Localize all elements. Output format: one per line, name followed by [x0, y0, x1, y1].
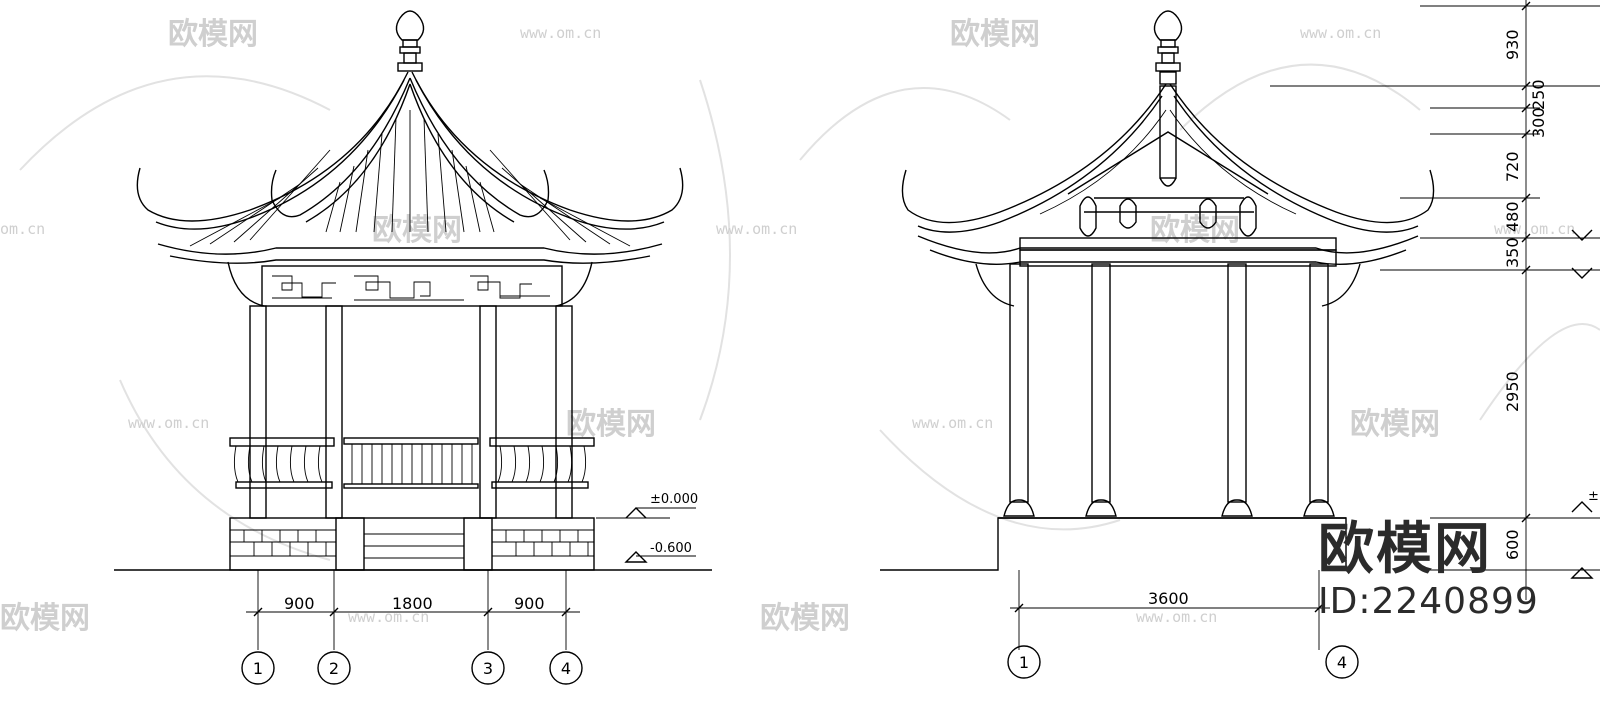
axis-label: 4 [561, 659, 571, 678]
watermark-brand: 欧模网 [0, 601, 90, 636]
watermark-brand: 欧模网 [760, 601, 850, 636]
watermark-arcs [19, 63, 1600, 561]
finial [395, 10, 425, 72]
watermark-brand: 欧模网 [1350, 407, 1440, 442]
vertical-dimension: 2950 [1503, 371, 1522, 412]
roof [136, 71, 684, 307]
watermark-url: www.om.cn [128, 414, 209, 432]
axis-bubbles: 1 2 3 4 [241, 651, 583, 685]
watermark-url: om.cn [0, 220, 45, 238]
watermark-url: www.om.cn [716, 220, 797, 238]
dimension-line: 3600 [1010, 570, 1330, 650]
axis-bubbles: 1 4 [1007, 645, 1359, 679]
dimension-value: 3600 [1148, 589, 1189, 608]
king-post [1159, 85, 1177, 179]
front-elevation: ±0.000 -0.600 900 1800 900 1 2 3 [114, 10, 712, 685]
axis-bubble [317, 651, 351, 685]
axis-label: 3 [483, 659, 493, 678]
brand-overlay: 欧模网 ID:2240899 [1318, 520, 1598, 624]
vertical-dimension: 350 [1503, 237, 1522, 268]
level-markers: ±0.000 -0.600 [596, 492, 698, 571]
watermark-url: www.om.cn [1136, 608, 1217, 626]
watermark-texts: 欧模网 www.om.cn 欧模网 www.om.cn om.cn www.om… [0, 17, 1575, 636]
watermark-url: www.om.cn [1300, 24, 1381, 42]
vertical-dimension-chain: 930 250 300 720 480 350 2950 600 ± [1270, 0, 1600, 600]
level-label: -0.600 [650, 541, 692, 556]
model-id: ID:2240899 [1318, 581, 1539, 622]
roof [901, 83, 1435, 307]
axis-bubble [471, 651, 505, 685]
axis-label: 4 [1337, 653, 1347, 672]
vertical-dimension: 600 [1503, 529, 1522, 560]
columns [1003, 263, 1335, 517]
lattice-frieze [261, 265, 563, 307]
watermark-url: www.om.cn [912, 414, 993, 432]
watermark-brand: 欧模网 [168, 17, 258, 52]
level-label: ± [1588, 489, 1599, 504]
watermark-url: www.om.cn [1494, 220, 1575, 238]
axis-bubble [549, 651, 583, 685]
vertical-dimension: 250 [1529, 79, 1548, 110]
watermark-brand: 欧模网 [950, 17, 1040, 52]
axis-bubble [1325, 645, 1359, 679]
base-platform [114, 517, 712, 571]
columns [249, 305, 573, 519]
watermark-brand: 欧模网 [566, 407, 656, 442]
railings [229, 437, 595, 489]
king-post-pendant [1159, 177, 1177, 187]
dimension-value: 900 [284, 594, 315, 613]
dimension-line: 900 1800 900 [246, 570, 580, 650]
axis-label: 1 [253, 659, 263, 678]
vertical-dimension: 480 [1503, 201, 1522, 232]
vertical-dimension: 300 [1529, 107, 1548, 138]
vertical-dimension: 930 [1503, 29, 1522, 60]
axis-label: 1 [1019, 653, 1029, 672]
dimension-value: 1800 [392, 594, 433, 613]
side-elevation: 3600 1 4 930 250 300 720 480 35 [880, 0, 1600, 679]
base-platform [880, 517, 1347, 571]
vertical-dimension: 720 [1503, 151, 1522, 182]
watermark-brand: 欧模网 [372, 213, 462, 248]
watermark-brand: 欧模网 [1150, 213, 1240, 248]
brand-name: 欧模网 [1318, 517, 1492, 582]
axis-label: 2 [329, 659, 339, 678]
level-label: ±0.000 [650, 492, 698, 507]
axis-bubble [241, 651, 275, 685]
watermark-url: www.om.cn [520, 24, 601, 42]
finial [1153, 10, 1183, 85]
watermark-url: www.om.cn [348, 608, 429, 626]
dimension-value: 900 [514, 594, 545, 613]
axis-bubble [1007, 645, 1041, 679]
